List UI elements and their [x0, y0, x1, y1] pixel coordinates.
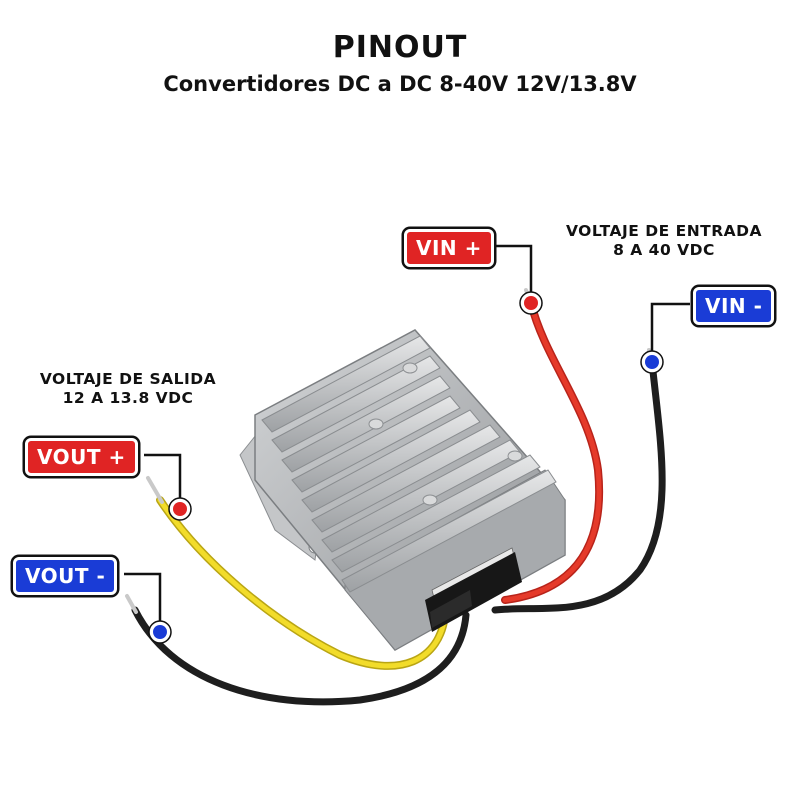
output-voltage-caption: VOLTAJE DE SALIDA 12 A 13.8 VDC — [24, 370, 232, 408]
page-subtitle: Convertidores DC a DC 8-40V 12V/13.8V — [163, 72, 637, 96]
output-voltage-caption-line1: VOLTAJE DE SALIDA — [39, 370, 217, 388]
pin-marker-vin-plus — [519, 291, 543, 315]
vin-minus-label: VIN - — [693, 287, 775, 325]
page-title: PINOUT — [332, 30, 468, 65]
vin-plus-label: VIN + — [404, 229, 494, 267]
leader-lines — [124, 244, 690, 632]
output-voltage-caption-line2: 12 A 13.8 VDC — [62, 389, 194, 407]
input-voltage-caption-line1: VOLTAJE DE ENTRADA — [565, 222, 763, 240]
pin-marker-vout-minus — [148, 620, 172, 644]
converter-housing — [239, 329, 566, 651]
wire-vin-minus — [491, 358, 666, 614]
pin-marker-vout-plus — [168, 497, 192, 521]
wire-vout-minus — [131, 606, 470, 706]
pin-marker-vin-minus — [640, 350, 664, 374]
input-voltage-caption-line2: 8 A 40 VDC — [613, 241, 715, 259]
vout-plus-label: VOUT + — [25, 438, 138, 476]
wire-vin-plus — [501, 299, 604, 604]
wire-vout-plus — [156, 496, 449, 670]
input-voltage-caption: VOLTAJE DE ENTRADA 8 A 40 VDC — [548, 222, 780, 260]
vout-minus-label: VOUT - — [13, 557, 118, 595]
